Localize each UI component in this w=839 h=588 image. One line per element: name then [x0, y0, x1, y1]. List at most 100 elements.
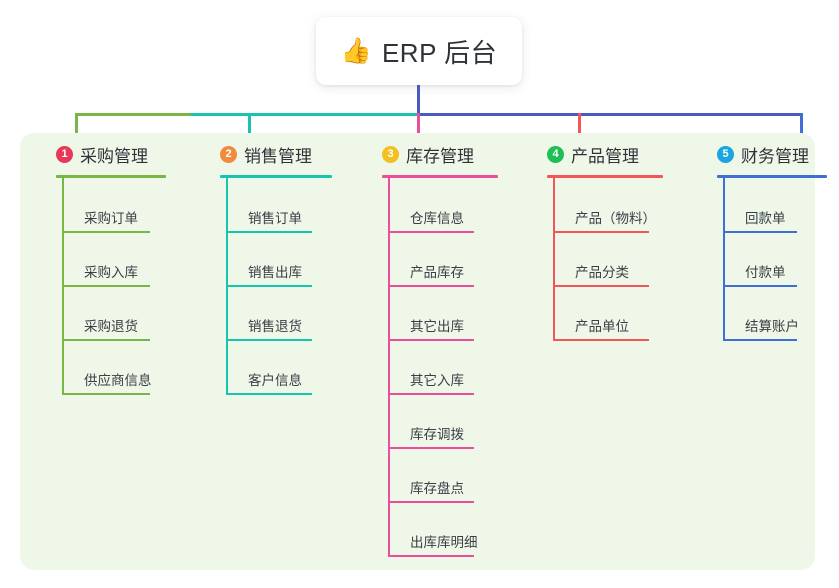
- leaf-node-rule: [62, 231, 150, 233]
- column-badge-1: 1: [56, 146, 73, 163]
- column-title-rule: [382, 175, 498, 178]
- bus-line-green-segment: [75, 113, 193, 116]
- leaf-node[interactable]: 产品分类: [553, 261, 649, 287]
- leaf-node-label: 产品分类: [575, 265, 629, 280]
- leaf-node[interactable]: 销售退货: [226, 315, 312, 341]
- leaf-node-rule: [553, 231, 649, 233]
- root-node-content: 👍 ERP 后台: [341, 33, 497, 70]
- column-header-4[interactable]: 4 产品管理: [547, 142, 639, 167]
- leaf-node-rule: [388, 501, 474, 503]
- leaf-node-label: 产品单位: [575, 319, 629, 334]
- drop-line-column-4: [578, 113, 581, 148]
- column-财务管理: 5 财务管理回款单付款单结算账户: [697, 133, 839, 570]
- leaf-node-rule: [388, 231, 474, 233]
- leaf-node-label: 采购入库: [84, 265, 138, 280]
- leaf-node[interactable]: 产品单位: [553, 315, 649, 341]
- leaf-node-label: 销售出库: [248, 265, 302, 280]
- leaf-node[interactable]: 产品（物料）: [553, 207, 656, 233]
- leaf-node-label: 仓库信息: [410, 211, 464, 226]
- leaf-node[interactable]: 销售订单: [226, 207, 312, 233]
- leaf-node-rule: [226, 285, 312, 287]
- leaf-node[interactable]: 销售出库: [226, 261, 312, 287]
- leaf-node-rule: [62, 393, 150, 395]
- column-title-rule: [56, 175, 166, 178]
- column-title-label: 财务管理: [741, 147, 809, 166]
- leaf-node[interactable]: 结算账户: [723, 315, 799, 341]
- leaf-node[interactable]: 产品库存: [388, 261, 474, 287]
- leaf-node-rule: [553, 285, 649, 287]
- leaf-node[interactable]: 库存盘点: [388, 477, 474, 503]
- leaf-node[interactable]: 采购订单: [62, 207, 150, 233]
- root-node-label: ERP 后台: [381, 37, 498, 68]
- leaf-node-label: 供应商信息: [84, 373, 152, 388]
- column-badge-4: 4: [547, 146, 564, 163]
- column-trunk-line: [723, 178, 725, 341]
- leaf-node-label: 采购退货: [84, 319, 138, 334]
- leaf-node-label: 付款单: [745, 265, 786, 280]
- column-header-5[interactable]: 5 财务管理: [717, 142, 809, 167]
- leaf-node[interactable]: 客户信息: [226, 369, 312, 395]
- column-title-rule: [717, 175, 827, 178]
- column-title-label: 采购管理: [80, 147, 148, 166]
- leaf-node-label: 回款单: [745, 211, 786, 226]
- leaf-node-label: 采购订单: [84, 211, 138, 226]
- column-trunk-line: [388, 178, 390, 557]
- column-title-rule: [547, 175, 663, 178]
- mindmap-panel: [20, 133, 815, 570]
- column-title-label: 产品管理: [571, 147, 639, 166]
- leaf-node[interactable]: 仓库信息: [388, 207, 474, 233]
- leaf-node-rule: [723, 285, 797, 287]
- leaf-node[interactable]: 其它入库: [388, 369, 474, 395]
- column-header-3[interactable]: 3 库存管理: [382, 142, 474, 167]
- column-badge-5: 5: [717, 146, 734, 163]
- leaf-node-rule: [226, 339, 312, 341]
- leaf-node-label: 其它出库: [410, 319, 464, 334]
- thumbs-up-icon: 👍: [340, 36, 372, 65]
- leaf-node[interactable]: 回款单: [723, 207, 797, 233]
- column-采购管理: 1 采购管理采购订单采购入库采购退货供应商信息: [36, 133, 206, 570]
- leaf-node-label: 库存调拨: [410, 427, 464, 442]
- leaf-node-rule: [723, 231, 797, 233]
- leaf-node-label: 销售订单: [248, 211, 302, 226]
- column-产品管理: 4 产品管理产品（物料） 产品分类产品单位: [527, 133, 697, 570]
- drop-line-column-1: [75, 113, 78, 148]
- root-node-erp-backend[interactable]: 👍 ERP 后台: [316, 17, 522, 85]
- column-badge-3: 3: [382, 146, 399, 163]
- column-title-label: 销售管理: [244, 147, 312, 166]
- leaf-node-label: 客户信息: [248, 373, 302, 388]
- leaf-node-rule: [226, 393, 312, 395]
- column-trunk-line: [553, 178, 555, 341]
- stem-line-vertical: [417, 85, 420, 115]
- leaf-node-rule: [388, 555, 474, 557]
- leaf-node-label: 产品库存: [410, 265, 464, 280]
- leaf-node-label: 产品（物料）: [575, 211, 656, 226]
- column-title-label: 库存管理: [406, 147, 474, 166]
- drop-line-column-3: [417, 113, 420, 148]
- bus-line-blue-segment: [417, 113, 803, 116]
- leaf-node-label: 出库库明细: [410, 535, 478, 550]
- leaf-node[interactable]: 其它出库: [388, 315, 474, 341]
- leaf-node-label: 结算账户: [745, 319, 799, 334]
- leaf-node[interactable]: 采购入库: [62, 261, 150, 287]
- leaf-node-rule: [62, 339, 150, 341]
- leaf-node[interactable]: 库存调拨: [388, 423, 474, 449]
- leaf-node-label: 销售退货: [248, 319, 302, 334]
- leaf-node-rule: [388, 285, 474, 287]
- drop-line-column-5: [800, 113, 803, 148]
- leaf-node-rule: [62, 285, 150, 287]
- column-库存管理: 3 库存管理仓库信息产品库存其它出库其它入库库存调拨库存盘点出库库明细: [362, 133, 532, 570]
- leaf-node[interactable]: 采购退货: [62, 315, 150, 341]
- column-header-1[interactable]: 1 采购管理: [56, 142, 148, 167]
- leaf-node-rule: [723, 339, 797, 341]
- leaf-node[interactable]: 付款单: [723, 261, 797, 287]
- leaf-node-label: 库存盘点: [410, 481, 464, 496]
- leaf-node-rule: [388, 447, 474, 449]
- drop-line-column-2: [248, 113, 251, 148]
- bus-line-teal-segment: [191, 113, 418, 116]
- leaf-node-label: 其它入库: [410, 373, 464, 388]
- leaf-node[interactable]: 出库库明细: [388, 531, 478, 557]
- leaf-node[interactable]: 供应商信息: [62, 369, 152, 395]
